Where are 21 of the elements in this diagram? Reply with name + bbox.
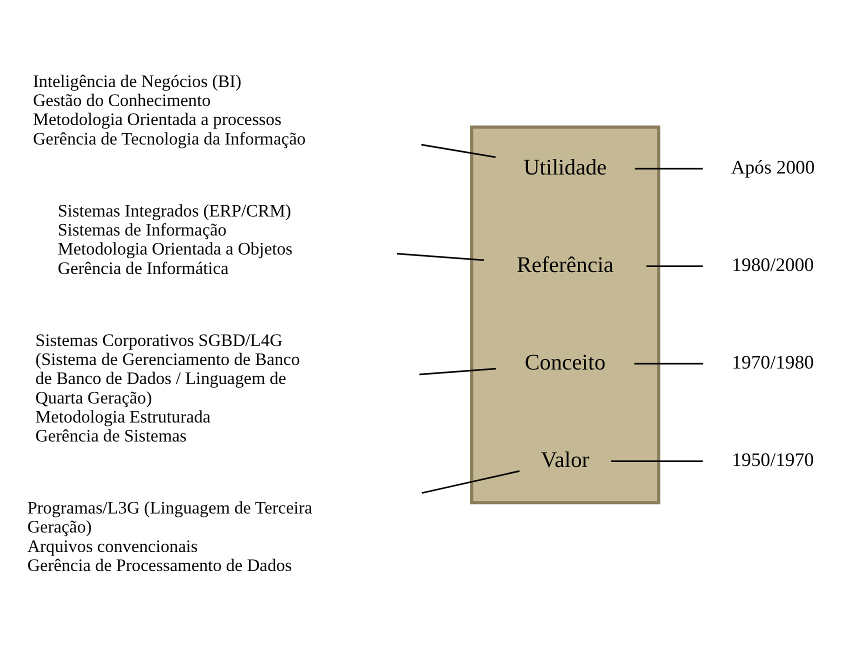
node-text: Inteligência de Negócios (BI) Gestão do Conhecimento Metodologia Orientada a processos Gerência de Tecnologia da Informação	[32, 70, 306, 148]
node-text: Sistemas Integrados (ERP/CRM) Sistemas de Informação Metodologia Orientada a Objetos Gerência de Informática	[58, 200, 293, 278]
node-text: 1950/1970	[732, 450, 814, 471]
node-text: Valor	[540, 446, 590, 472]
connector	[646, 264, 703, 266]
node-text: Programas/L3G (Linguagem de Terceira Geração) Arquivos convencionais Gerência de Processamento de Dados	[27, 497, 312, 575]
connector	[421, 143, 496, 158]
node-text: 1970/1980	[732, 352, 814, 374]
connector	[611, 460, 703, 462]
connector	[396, 252, 484, 260]
connector	[422, 470, 520, 494]
node-text: Utilidade	[524, 154, 607, 180]
node-text: Conceito	[524, 349, 606, 374]
node-text: 1980/2000	[732, 254, 814, 276]
node-text: Referência	[516, 252, 614, 277]
connector	[419, 367, 496, 375]
connector	[634, 167, 703, 169]
cluster	[470, 125, 660, 504]
connector	[634, 362, 704, 364]
node-text: Sistemas Corporativos SGBD/L4G (Sistema de Gerenciamento de Banco de Banco de Dados / Linguagem de Quarta Geração) Metodologia Estruturada Gerência de Sistemas	[35, 329, 300, 446]
node-text: Após 2000	[731, 157, 815, 178]
